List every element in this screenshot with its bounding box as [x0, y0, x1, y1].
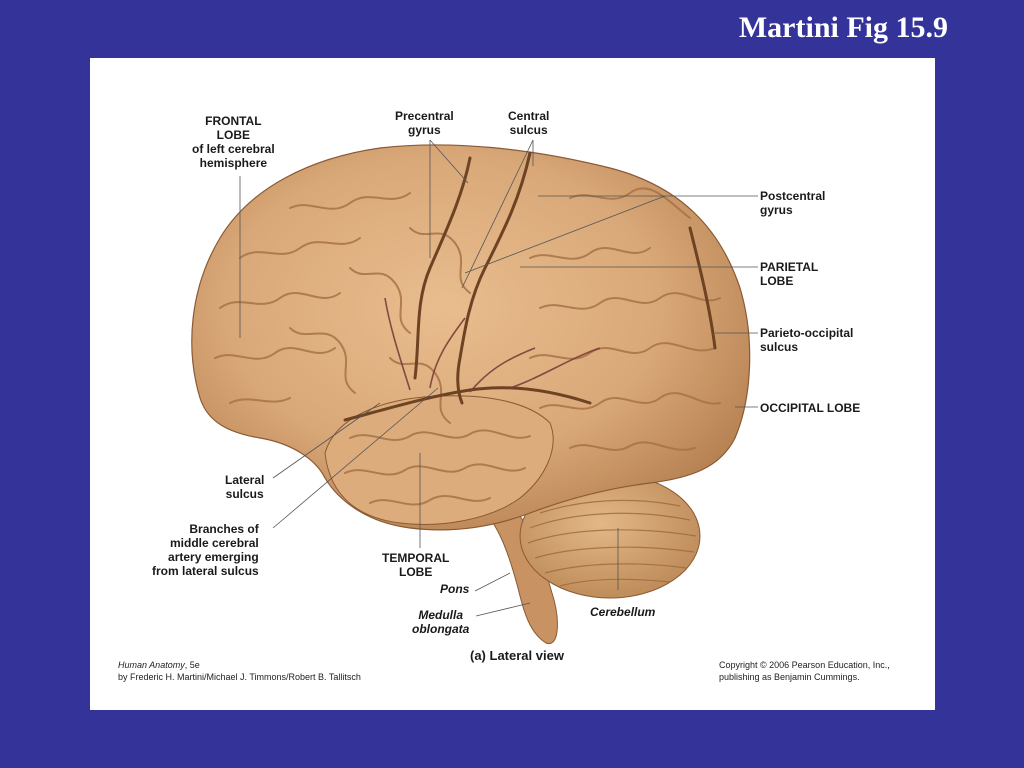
copyright-credit: Copyright © 2006 Pearson Education, Inc.… [719, 659, 890, 683]
label-parietal-lobe: PARIETAL LOBE [760, 260, 819, 288]
label-frontal-lobe: FRONTAL LOBE of left cerebral hemisphere [192, 114, 275, 170]
label-temporal-lobe: TEMPORAL LOBE [382, 551, 450, 579]
view-label: (a) Lateral view [470, 648, 564, 663]
label-cerebellum: Cerebellum [590, 605, 656, 619]
slide-title: Martini Fig 15.9 [738, 11, 948, 44]
parieto-occipital-line [688, 226, 717, 350]
temporal-lobe-shape [324, 395, 554, 525]
label-occipital-lobe: OCCIPITAL LOBE [760, 401, 861, 415]
cerebrum [191, 144, 751, 531]
precentral-sulcus-line [413, 156, 472, 380]
label-lateral-sulcus: Lateral sulcus [225, 473, 265, 501]
label-medulla-oblongata: Medulla oblongata [412, 608, 470, 636]
copyright-line-2: publishing as Benjamin Cummings. [719, 672, 860, 682]
book-credit: Human Anatomy, 5e by Frederic H. Martini… [118, 659, 361, 683]
book-edition: , 5e [184, 660, 200, 670]
label-pons: Pons [440, 582, 470, 596]
copyright-line-1: Copyright © 2006 Pearson Education, Inc.… [719, 660, 890, 670]
label-branches-middle-cerebral-artery: Branches of middle cerebral artery emerg… [152, 522, 259, 578]
central-sulcus-line [456, 151, 532, 405]
lateral-sulcus-line [343, 386, 592, 422]
brain-lateral-photo-icon [191, 139, 758, 644]
label-central-sulcus: Central sulcus [508, 109, 550, 137]
label-postcentral-gyrus: Postcentral gyrus [760, 189, 826, 217]
label-parieto-occipital-sulcus: Parieto-occipital sulcus [760, 326, 854, 354]
book-authors: by Frederic H. Martini/Michael J. Timmon… [118, 672, 361, 682]
figure-panel: FRONTAL LOBE of left cerebral hemisphere… [90, 58, 935, 710]
book-title: Human Anatomy [118, 660, 185, 670]
label-precentral-gyrus: Precentral gyrus [395, 109, 454, 137]
